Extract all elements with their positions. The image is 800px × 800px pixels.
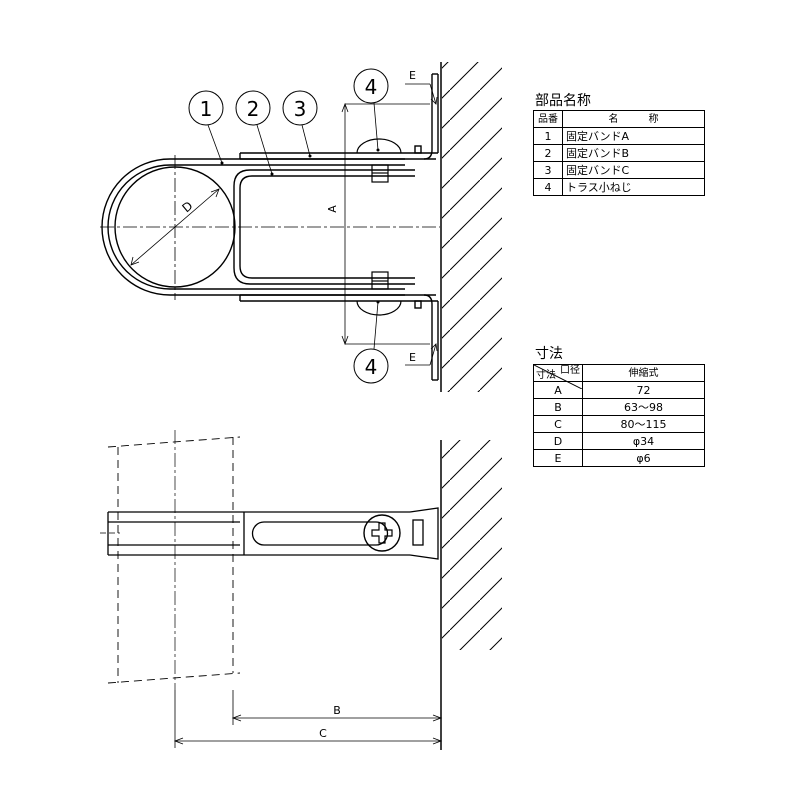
dimension-b: [231, 690, 443, 725]
wall-side: [440, 440, 502, 750]
table-row: C 80～115: [533, 415, 705, 433]
band-b: [233, 169, 415, 285]
dimension-d: [130, 188, 220, 266]
dim-label-b: B: [333, 704, 341, 717]
dim-value: φ6: [582, 449, 705, 467]
dim-key: C: [533, 415, 583, 433]
band-c: [239, 73, 439, 381]
dim-key: D: [533, 432, 583, 450]
callout-4-bottom-label: 4: [365, 355, 378, 379]
part-name: 固定バンドB: [562, 144, 705, 162]
dim-key: E: [533, 449, 583, 467]
table-row: 4 トラス小ねじ: [533, 178, 705, 196]
table-row: A 72: [533, 381, 705, 399]
table-row: B 63～98: [533, 398, 705, 416]
table-row: D φ34: [533, 432, 705, 450]
callout-4-top-label: 4: [365, 75, 378, 99]
dims-caption: 寸法: [535, 346, 563, 362]
table-row: E φ6: [533, 449, 705, 467]
parts-caption: 部品名称: [535, 93, 591, 109]
dim-label-e-bottom: E: [409, 351, 416, 364]
dim-label-d: D: [179, 199, 195, 216]
callout-2: 2: [235, 90, 274, 176]
part-no: 3: [533, 161, 563, 179]
table-row: 2 固定バンドB: [533, 144, 705, 162]
band-a: [101, 158, 405, 296]
dim-value: 80～115: [582, 415, 705, 433]
parts-header-no: 品番: [533, 110, 563, 128]
dim-label-c: C: [319, 727, 327, 740]
dim-label-a: A: [326, 205, 339, 213]
screw-top-upper: [356, 138, 402, 183]
diagonal-divider: [534, 365, 582, 389]
dimension-a: [341, 102, 430, 346]
callout-3: 3: [282, 90, 318, 158]
parts-header-name: 名 称: [562, 110, 705, 128]
part-name: 固定バンドC: [562, 161, 705, 179]
callout-4-top: 4: [353, 68, 389, 152]
pipe-side: [107, 430, 241, 690]
part-no: 2: [533, 144, 563, 162]
dim-value: 72: [582, 381, 705, 399]
table-row: 3 固定バンドC: [533, 161, 705, 179]
parts-table: 品番 名 称 1 固定バンドA 2 固定バンドB 3 固定バンドC 4 トラス小…: [533, 110, 705, 196]
dims-header: 伸縮式: [582, 364, 705, 382]
dimensions-table: 口径 寸法 伸縮式 A 72 B 63～98 C 80～115 D φ34 E …: [533, 364, 705, 467]
dims-corner-cell: 口径 寸法: [533, 364, 583, 389]
dims-corner-top: 口径: [560, 365, 580, 376]
callout-2-label: 2: [247, 97, 260, 121]
part-name: トラス小ねじ: [562, 178, 705, 196]
screw-top-lower: [356, 271, 402, 316]
dims-corner-bottom: 寸法: [536, 370, 556, 381]
dim-value: 63～98: [582, 398, 705, 416]
dim-key: B: [533, 398, 583, 416]
part-no: 1: [533, 127, 563, 145]
parts-header-row: 品番 名 称: [533, 110, 705, 128]
callout-1-label: 1: [200, 97, 213, 121]
dim-value: φ34: [582, 432, 705, 450]
dimension-e: [405, 83, 438, 366]
callout-4-bottom: 4: [353, 300, 389, 384]
dimension-c: [173, 690, 443, 748]
part-no: 4: [533, 178, 563, 196]
screw-side: [363, 514, 401, 552]
dim-label-e-top: E: [409, 69, 416, 82]
callout-1: 1: [188, 90, 224, 165]
part-name: 固定バンドA: [562, 127, 705, 145]
bands-side: [100, 507, 439, 560]
wall-top: [440, 62, 502, 392]
table-row: 1 固定バンドA: [533, 127, 705, 145]
callout-3-label: 3: [294, 97, 307, 121]
dims-header-row: 口径 寸法 伸縮式: [533, 364, 705, 389]
